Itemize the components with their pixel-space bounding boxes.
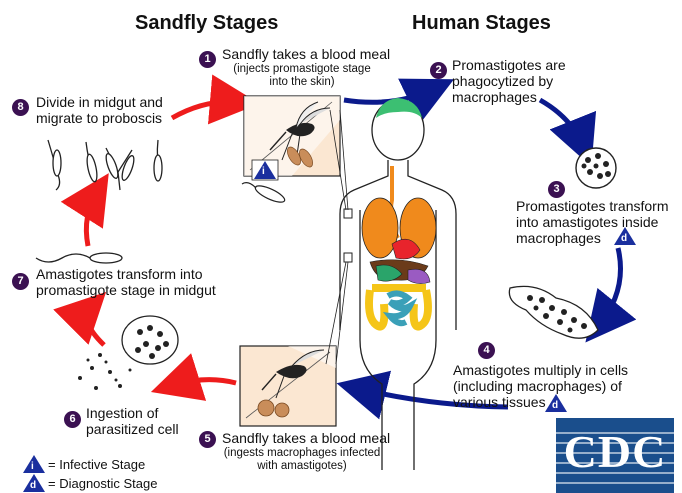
step-6-label-line-2: parasitized cell	[86, 421, 179, 437]
step-2-label-line-2: phagocytized by	[452, 73, 553, 89]
step-4-label-line-3: various tissues	[453, 394, 546, 410]
arrow-5-to-6	[170, 380, 236, 386]
arrow-2-to-3	[540, 100, 584, 148]
step-5-detail-line-2: with amastigotes)	[212, 460, 392, 473]
step-3-label-line-3: macrophages	[516, 230, 601, 246]
cdc-logo-stripe	[556, 482, 674, 484]
tissue-with-amastigotes	[509, 286, 598, 338]
legend-infective-label: = Infective Stage	[48, 457, 145, 472]
step-6-badge: 6	[64, 411, 81, 428]
macrophage-with-amastigotes	[576, 148, 616, 188]
cdc-logo: CDC	[556, 418, 674, 493]
step-8-label-line-1: Divide in midgut and	[36, 94, 163, 110]
legend-infective-letter: i	[31, 461, 34, 472]
step-4-label-line-2: (including macrophages) of	[453, 378, 622, 394]
sandfly-bite-bottom-panel	[240, 346, 336, 426]
step-2-label-line-3: macrophages	[452, 89, 537, 105]
arrow-7-to-8	[86, 190, 98, 246]
step-5-label: Sandfly takes a blood meal	[222, 430, 390, 446]
infective-stage-marker-1	[252, 160, 278, 180]
arrow-6-to-7	[87, 306, 104, 345]
step-7-label-line-1: Amastigotes transform into	[36, 266, 203, 282]
step-7-label-line-2: promastigote stage in midgut	[36, 282, 216, 298]
promastigotes-dividing	[48, 140, 162, 190]
diagnostic-marker-letter-3: d	[621, 233, 627, 244]
infective-marker-letter: i	[262, 166, 265, 177]
step-1-detail-line-2: into the skin)	[232, 76, 372, 89]
step-3-label-line-1: Promastigotes transform	[516, 198, 669, 214]
step-8-badge: 8	[12, 99, 29, 116]
step-2-label-line-1: Promastigotes are	[452, 57, 566, 73]
promastigote-injected	[242, 183, 287, 206]
arrow-3-to-4	[598, 248, 621, 327]
arrow-8-to-1	[172, 102, 240, 118]
step-2-badge: 2	[430, 62, 447, 79]
step-5-badge: 5	[199, 431, 216, 448]
step-5-detail-line-1: (ingests macrophages infected	[212, 447, 392, 460]
step-1-detail-line-1: (injects promastigote stage	[232, 63, 372, 76]
step-1-badge: 1	[199, 51, 216, 68]
step-3-label-line-2: into amastigotes inside	[516, 214, 658, 230]
human-body-figure	[326, 98, 456, 470]
legend-diagnostic-label: = Diagnostic Stage	[48, 476, 157, 491]
step-4-label-line-1: Amastigotes multiply in cells	[453, 362, 628, 378]
promastigote-midgut	[36, 253, 122, 263]
step-7-badge: 7	[12, 273, 29, 290]
step-8-label-line-2: migrate to proboscis	[36, 110, 162, 126]
step-1-label: Sandfly takes a blood meal	[222, 46, 390, 62]
cdc-logo-text: CDC	[556, 422, 674, 482]
step-6-label-line-1: Ingestion of	[86, 405, 158, 421]
legend-diagnostic-letter: d	[30, 480, 36, 491]
parasitized-cell-ingested	[78, 316, 178, 390]
step-4-badge: 4	[478, 342, 495, 359]
step-3-badge: 3	[548, 181, 565, 198]
diagnostic-marker-letter-4: d	[552, 400, 558, 411]
legend-infective-icon	[23, 455, 45, 473]
